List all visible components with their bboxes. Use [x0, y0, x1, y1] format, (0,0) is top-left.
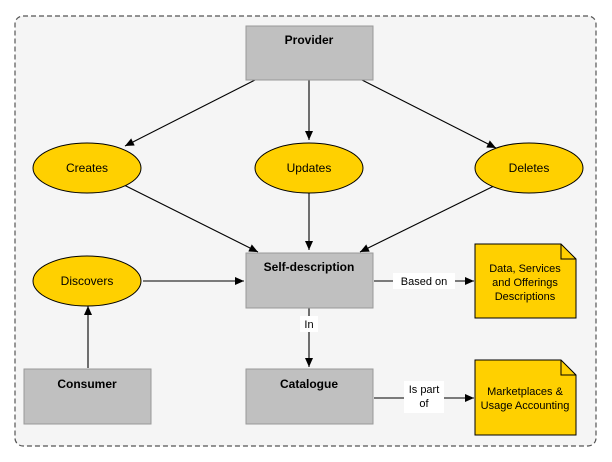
edges [84, 79, 497, 402]
note-descriptions-line2: and Offerings [492, 277, 558, 289]
box-provider[interactable]: Provider [245, 25, 374, 81]
box-catalogue[interactable]: Catalogue [245, 368, 374, 425]
ellipse-deletes[interactable]: Deletes [474, 142, 584, 194]
ellipse-creates-label: Creates [66, 161, 108, 175]
edge-label-bg [300, 316, 318, 332]
edge-provider-creates [124, 79, 256, 147]
note-marketplaces[interactable]: Marketplaces & Usage Accounting [474, 359, 577, 436]
ellipse-updates-label: Updates [287, 161, 332, 175]
ellipse-deletes-label: Deletes [509, 161, 550, 175]
note-marketplaces-line2: Usage Accounting [481, 400, 570, 412]
note-descriptions-line1: Data, Services [489, 263, 561, 275]
edge-deletes-selfdesc [359, 184, 497, 253]
edge-label-is-part: Is part [409, 384, 440, 396]
note-descriptions[interactable]: Data, Services and Offerings Description… [474, 243, 577, 319]
edge-provider-deletes [361, 79, 497, 149]
edge-label-of: of [419, 398, 429, 410]
ellipse-discovers[interactable]: Discovers [32, 255, 142, 307]
box-consumer-label: Consumer [57, 377, 117, 391]
box-catalogue-label: Catalogue [280, 377, 338, 391]
note-descriptions-line3: Descriptions [495, 291, 556, 303]
outer-container [14, 15, 597, 447]
edge-label-in: In [304, 319, 313, 331]
box-self-description-label: Self-description [264, 260, 355, 274]
note-marketplaces-line1: Marketplaces & [487, 386, 563, 398]
box-consumer[interactable]: Consumer [23, 368, 152, 425]
edge-label-bg [404, 381, 444, 413]
ellipse-discovers-label: Discovers [61, 274, 114, 288]
edge-creates-selfdesc [123, 184, 259, 253]
box-provider-label: Provider [285, 33, 334, 47]
ellipse-creates[interactable]: Creates [32, 142, 142, 194]
ellipse-updates[interactable]: Updates [254, 142, 364, 194]
edge-label-based-on: Based on [401, 276, 447, 288]
edge-label-bg [393, 273, 455, 289]
box-self-description[interactable]: Self-description [245, 252, 374, 309]
